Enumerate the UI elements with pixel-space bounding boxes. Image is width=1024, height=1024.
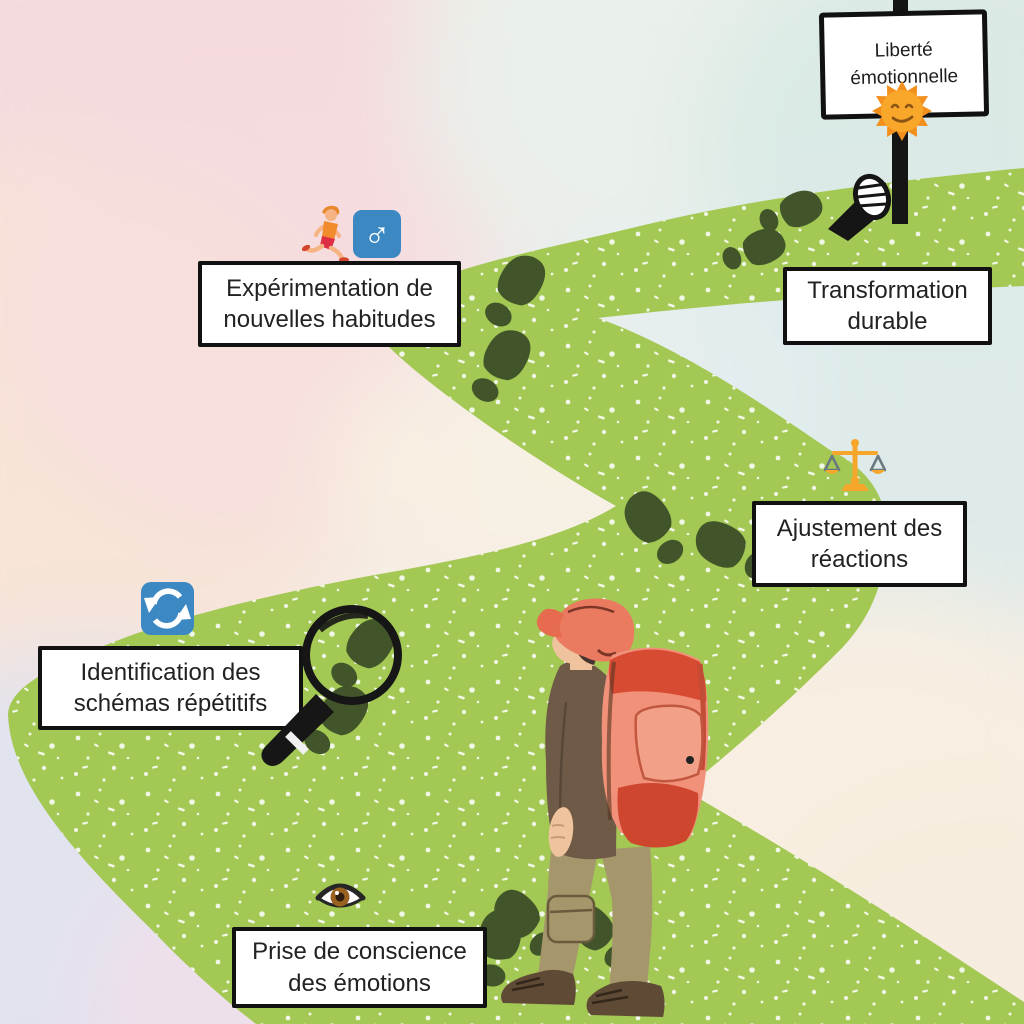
stage-label-ajustement: Ajustement des réactions xyxy=(752,501,967,587)
winding-path xyxy=(8,168,1024,1024)
counterclockwise-arrows-icon xyxy=(141,582,194,635)
male-symbol-glyph: ♂ xyxy=(363,213,391,254)
stage-label-transformation: Transformation durable xyxy=(783,267,992,345)
male-sign-icon: ♂ xyxy=(353,210,401,258)
stage-label-text: Ajustement des réactions xyxy=(776,514,943,573)
hiker-illustration xyxy=(501,598,709,1017)
balance-scale-icon xyxy=(824,439,886,491)
stage-label-experimentation: Expérimentation de nouvelles habitudes xyxy=(198,261,461,347)
eye-icon xyxy=(315,883,366,908)
sun-face-icon xyxy=(872,81,932,141)
stage-label-text: Prise de conscience des émotions xyxy=(252,938,467,997)
stage-label-text: Identification des schémas répétitifs xyxy=(73,658,268,717)
stage-label-identification: Identification des schémas répétitifs xyxy=(38,646,303,730)
stage-label-text: Transformation durable xyxy=(807,276,968,335)
runner-icon xyxy=(302,205,349,262)
refresh-arrows-glyph xyxy=(144,588,191,629)
stage-label-text: Expérimentation de nouvelles habitudes xyxy=(223,274,436,333)
magnifying-glass-icon xyxy=(261,605,402,766)
stage-label-prise-de-conscience: Prise de conscience des émotions xyxy=(232,927,487,1008)
